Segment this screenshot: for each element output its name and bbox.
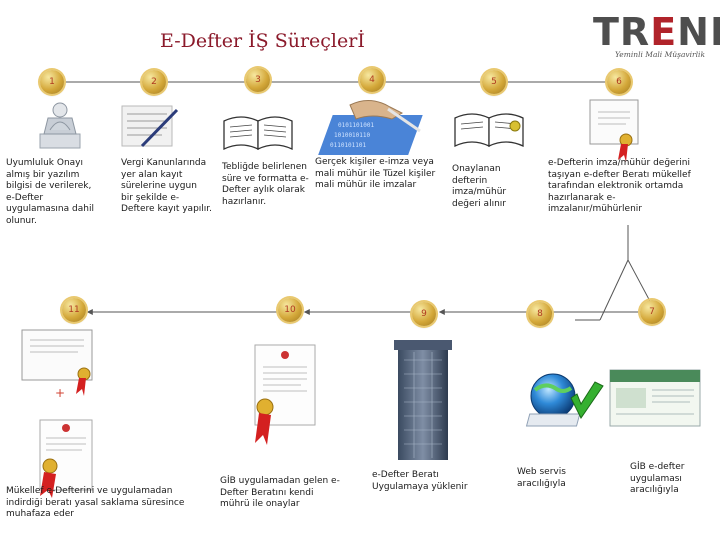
step-2-text: Vergi Kanunlarında yer alan kayıt sürele… [121,158,212,216]
gib-building-icon [394,340,452,460]
text-line: Tebliğde belirlenen [222,162,307,172]
digital-signature-icon: 0101101001 1010010110 0110101101 [318,100,423,155]
logo-word-pre: TR [593,10,651,54]
step-5-text: Onaylanan defterin imza/mühür değeri alı… [452,164,506,210]
step-6-text: e-Defterin imza/mühür değerini taşıyan e… [548,158,691,216]
text-line: GİB uygulamadan gelen e- [220,476,340,486]
text-line: almış bir yazılım [6,169,80,180]
certificate-icon [589,99,639,162]
step-badge-1: 1 [40,70,64,94]
page-title: E-Defter İŞ Süreçlerİ [160,30,365,52]
gib-website-icon [609,369,701,427]
logo-word-e: E [650,10,678,54]
logo-wordmark: TREND [593,10,720,54]
approved-document-icon [254,344,316,445]
text-line: Deftere kayıt yapılır. [121,204,213,214]
text-line: Defter Beratını kendi [220,487,314,498]
logo-word-post: ND [677,10,720,54]
text-line: Defter aylık olarak [222,185,305,195]
step-9-text: e-Defter Beratı Uygulamaya yüklenir [372,470,468,493]
text-line: Uyumluluk Onayı [6,158,83,168]
text-line: GİB e-defter [630,462,685,472]
step-badge-8: 8 [528,302,552,326]
step-badge-3: 3 [246,68,270,92]
text-line: Onaylanan [452,164,501,174]
text-line: bir şekilde e- [121,192,180,203]
step-badge-10: 10 [278,298,302,322]
text-line: tarafından elektronik ortamda [548,181,684,191]
text-line: imzalanır/mühürlenir [548,204,642,214]
text-line: imza/mühür [452,187,507,197]
text-line: yer alan kayıt [121,169,183,180]
text-line: e-Defter [6,192,44,203]
web-service-globe-icon [525,373,604,427]
step-badge-9: 9 [412,302,436,326]
sealed-book-icon [454,113,524,148]
text-line: muhafaza eder [6,509,74,519]
open-book-icon [223,116,293,151]
step-10-text: GİB uygulamadan gelen e- Defter Beratını… [220,476,340,511]
text-line: uygulamasına dahil [6,204,94,214]
text-line: Gerçek kişiler e-imza veya [315,157,434,167]
svg-text:0101101001: 0101101001 [338,122,375,129]
text-line: indirdiği beratı yasal saklama süresince [6,497,185,508]
text-line: mührü ile onaylar [220,499,300,509]
step-7-text: GİB e-defter uygulaması aracılığıyla [630,462,684,497]
text-line: olunur. [6,215,37,226]
person-laptop-icon [39,102,81,149]
step-4-text: Gerçek kişiler e-imza veya mali mühür il… [315,157,435,192]
step-1-text: Uyumluluk Onayı almış bir yazılım bilgis… [6,158,94,227]
logo-tagline: Yeminli Mali Müşavirlik [615,50,705,59]
text-line: mali mühür ile Tüzel kişiler [315,168,436,179]
text-line: Vergi Kanunlarında [121,158,207,168]
text-line: e-Defter Beratı [372,470,439,480]
text-line: mali mühür ile imzalar [315,180,417,190]
arrow-split-left [599,259,629,321]
text-line: hazırlanır. [222,196,267,207]
text-line: süre ve formatta e- [222,173,309,184]
text-line: Uygulamaya yüklenir [372,481,468,492]
step-badge-5: 5 [482,70,506,94]
text-line: aracılığıyla [630,485,679,495]
svg-text:1010010110: 1010010110 [334,132,371,139]
text-line: sürelerine uygun [121,181,197,191]
text-line: defterin [452,175,488,186]
text-line: uygulaması [630,473,682,484]
svg-text:0110101101: 0110101101 [330,142,367,149]
step-badge-6: 6 [607,70,631,94]
step-8-text: Web servis aracılığıyla [517,467,566,490]
step-3-text: Tebliğde belirlenen süre ve formatta e- … [222,162,309,208]
text-line: değeri alınır [452,198,506,209]
archived-documents-icon [21,329,93,498]
pen-form-icon [121,105,179,148]
step-11-text: Mükellef e-Defterini ve uygulamadan indi… [6,486,184,521]
trend-logo: TREND Yeminli Mali Müşavirlik [585,10,720,60]
step-badge-2: 2 [142,70,166,94]
step-badge-4: 4 [360,68,384,92]
text-line: Mükellef e-Defterini ve uygulamadan [6,486,173,496]
text-line: bilgisi de verilerek, [6,181,92,191]
text-line: Web servis [517,467,566,477]
plus-mark: + [55,386,66,400]
text-line: taşıyan e-defter Beratı mükellef [548,169,691,180]
text-line: e-Defterin imza/mühür değerini [548,158,690,168]
text-line: hazırlanarak e- [548,192,616,203]
step-badge-7: 7 [640,300,664,324]
step-badge-11: 11 [62,298,86,322]
text-line: aracılığıyla [517,478,566,489]
